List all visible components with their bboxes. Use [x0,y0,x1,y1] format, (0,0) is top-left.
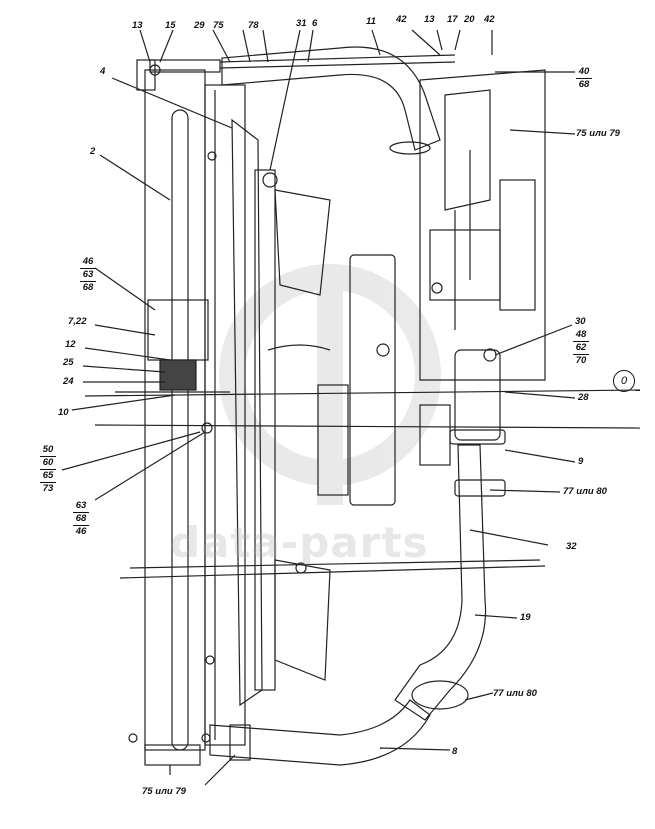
callout-42-left: 42 [396,14,407,25]
callout-24: 24 [63,376,74,387]
frame-line-mid [94,424,641,429]
stack-item: 48 [575,329,587,340]
stack-item: 65 [40,469,56,482]
callout-13-right: 13 [424,14,435,25]
zero-reference-marker: 0 [613,370,635,392]
stack-item: 63 [75,500,87,511]
callout-77-or-80-low: 77 или 80 [493,688,537,699]
stack-item: 68 [80,281,96,294]
stack-item: 50 [42,444,54,455]
callout-stack-63-68-46: 63 68 46 [73,500,89,538]
stack-item: 68 [73,512,89,525]
callout-stack-48-62-70: 48 62 70 [573,329,589,367]
callout-78: 78 [248,20,259,31]
callout-stack-40-68: 40 68 [576,66,592,91]
callout-stack-50-60-65-73: 50 60 65 73 [40,444,56,495]
callout-12: 12 [65,339,76,350]
callout-10: 10 [58,407,69,418]
callout-42-right: 42 [484,14,495,25]
frame-line-top [84,389,641,397]
watermark-logo [219,264,441,505]
callout-75-or-79-bottom: 75 или 79 [142,786,186,797]
callout-29: 29 [194,20,205,31]
callout-75-or-79-top: 75 или 79 [576,128,620,139]
callout-8: 8 [452,746,458,757]
stack-item: 46 [82,256,94,267]
callout-15: 15 [165,20,176,31]
stack-item: 60 [40,456,56,469]
callout-32: 32 [566,541,577,552]
fan-blade-upper [274,189,331,296]
callout-4: 4 [100,66,106,77]
stack-item: 62 [573,341,589,354]
fan-blade-lower [274,559,331,681]
callout-17: 17 [447,14,458,25]
callout-stack-46-63-68: 46 63 68 [80,256,96,294]
callout-28: 28 [578,392,589,403]
bottom-pipe [209,699,431,766]
callout-19: 19 [520,612,531,623]
lower-hose [394,444,487,721]
callout-31: 31 [296,18,307,29]
stack-item: 68 [576,78,592,91]
callout-25: 25 [63,357,74,368]
callout-13-left: 13 [132,20,143,31]
callout-6: 6 [312,18,318,29]
upper-hose [221,46,441,151]
callout-7-22: 7,22 [68,316,87,327]
callout-20: 20 [464,14,475,25]
fan-hub [349,254,396,506]
engine-block [419,69,546,381]
callout-9: 9 [578,456,584,467]
stack-item: 70 [573,354,589,367]
outlet-housing [454,349,501,441]
stack-item: 46 [73,525,89,538]
support-bracket [147,299,209,361]
callout-11: 11 [366,16,376,27]
callout-77-or-80-mid: 77 или 80 [563,486,607,497]
watermark-text: data-parts [170,518,429,567]
callout-2: 2 [90,146,96,157]
callout-75-top: 75 [213,20,224,31]
radiator-tank [144,69,206,751]
stack-item: 63 [80,268,96,281]
frame-line-low [119,565,546,579]
stack-item: 40 [578,66,590,77]
stack-item: 73 [40,482,56,495]
callout-30: 30 [575,316,586,327]
